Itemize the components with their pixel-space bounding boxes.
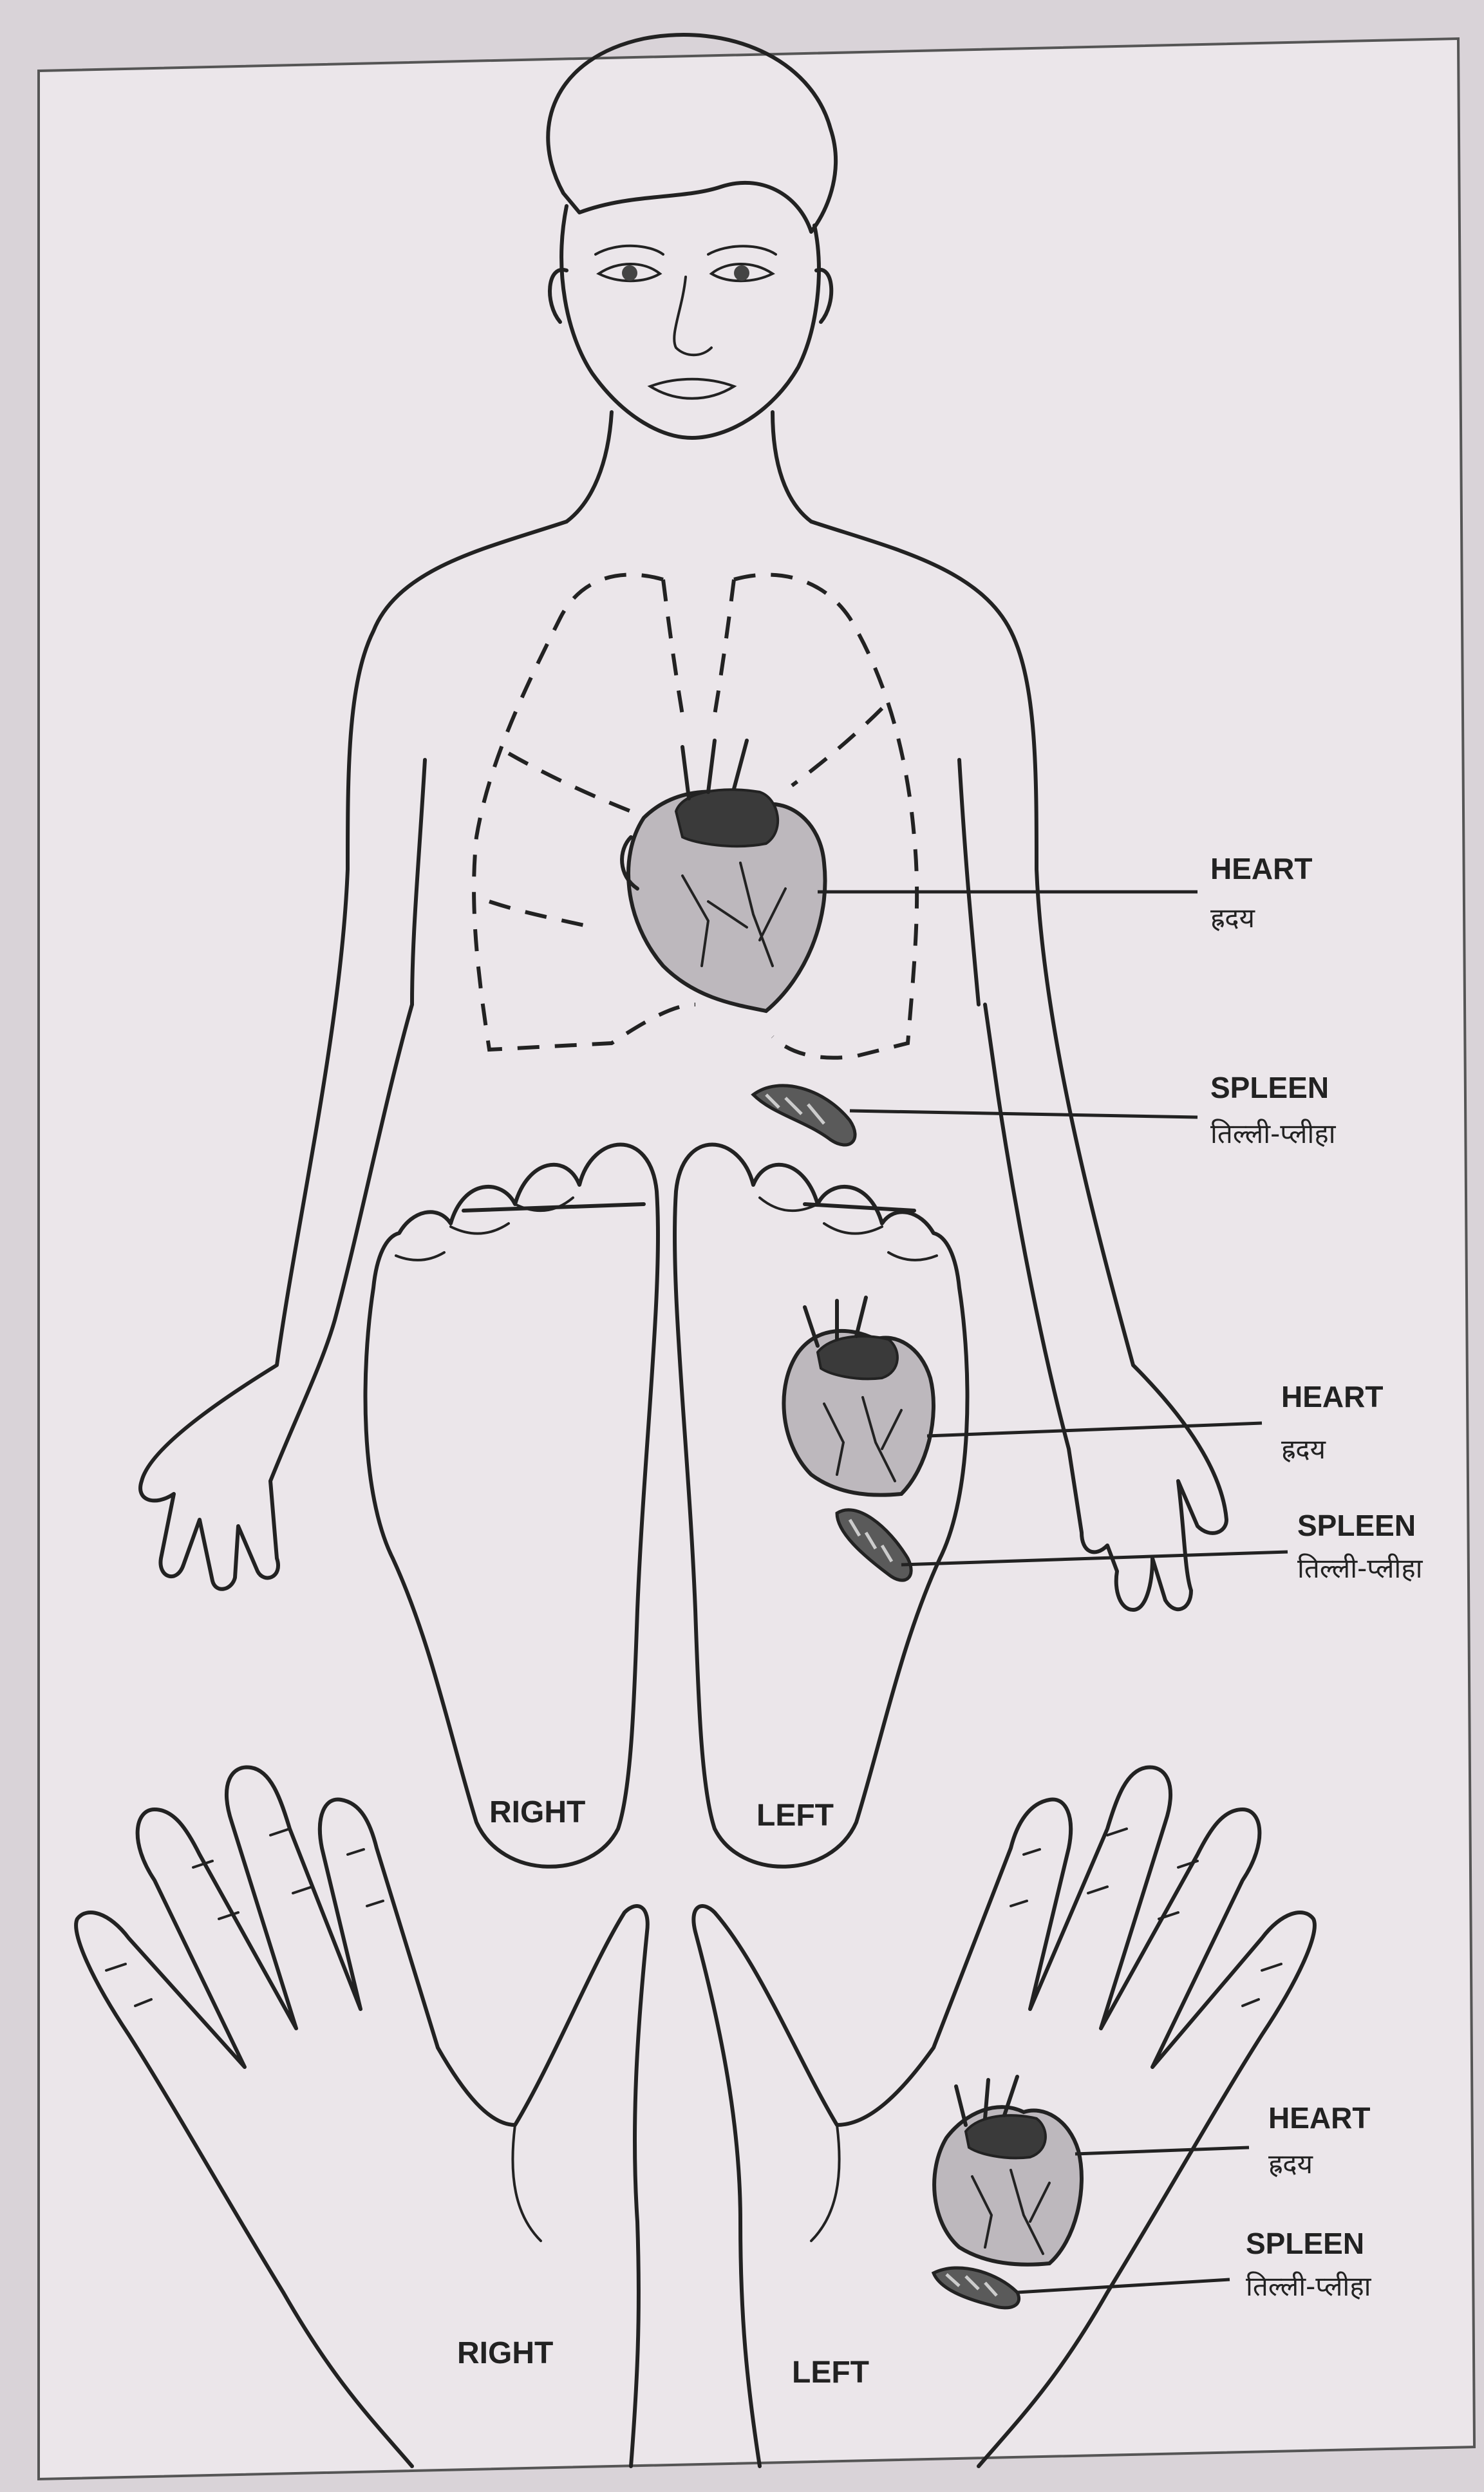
foot-heart-organ [782,1296,935,1497]
foot-spleen-label: SPLEEN [1297,1509,1416,1542]
foot-spleen-organ [835,1508,913,1582]
hand-heart-label: HEART [1268,2101,1370,2135]
left-hand-label: LEFT [792,2355,869,2390]
left-foot-label: LEFT [756,1798,834,1833]
right-hand-label: RIGHT [457,2336,553,2370]
foot-heart-leader [926,1421,1263,1438]
right-foot [363,1142,660,1869]
right-foot-label: RIGHT [489,1795,585,1829]
body-heart-organ [620,739,827,1014]
body-heart-label: HEART [1210,852,1312,885]
page-panel [37,37,1476,2481]
body-heart-label-hindi: ह्रदय [1210,902,1255,934]
body-spleen-label: SPLEEN [1210,1071,1329,1104]
left-foot [673,1142,970,1869]
hand-spleen-label-hindi: तिल्ली-प्लीहा [1246,2270,1372,2302]
foot-spleen-leader [901,1550,1288,1567]
hand-spleen-organ [931,2266,1020,2310]
human-figure [138,33,1228,1612]
hand-heart-organ [932,2075,1084,2267]
hand-heart-leader [1075,2146,1250,2156]
hand-spleen-label: SPLEEN [1246,2227,1364,2260]
body-spleen-leader [849,1109,1198,1119]
foot-heart-label-hindi: ह्रदय [1281,1433,1326,1465]
body-spleen-organ [751,1084,857,1147]
foot-heart-label: HEART [1281,1380,1383,1413]
body-spleen-label-hindi: तिल्ली-प्लीहा [1210,1118,1337,1149]
hand-spleen-leader [1017,2278,1230,2294]
hand-heart-label-hindi: ह्रदय [1268,2148,1313,2180]
lungs-outline [472,572,919,1060]
left-hand [691,1765,1317,2468]
right-hand [74,1765,650,2468]
foot-spleen-label-hindi: तिल्ली-प्लीहा [1297,1553,1423,1584]
